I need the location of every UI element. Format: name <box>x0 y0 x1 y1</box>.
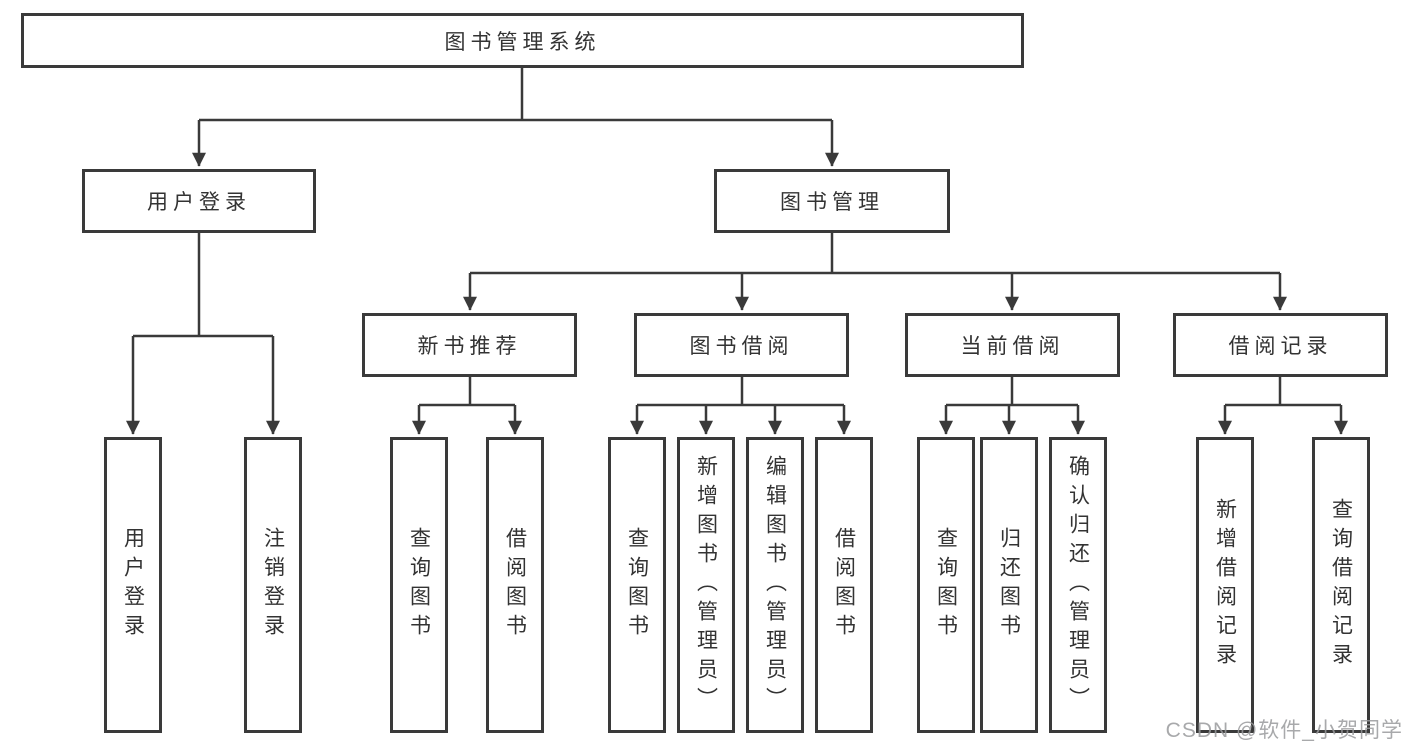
node-leaf-user-login: 用户登录 <box>104 437 162 733</box>
node-leaf-borrow-books-recommend: 借阅图书 <box>486 437 544 733</box>
connector-new-book-children <box>412 377 522 435</box>
node-leaf-add-borrow-record: 新增借阅记录 <box>1196 437 1254 733</box>
node-leaf-edit-book-admin: 编辑图书（管理员） <box>746 437 804 733</box>
leaf-label: 新增图书（管理员） <box>694 454 718 716</box>
node-book-borrow: 图书借阅 <box>634 313 849 377</box>
connector-root-to-level2 <box>192 68 839 167</box>
leaf-label: 归还图书 <box>997 527 1021 643</box>
leaf-label: 注销登录 <box>261 527 285 643</box>
connector-book-borrow-children <box>630 377 851 435</box>
leaf-label: 新增借阅记录 <box>1213 498 1237 672</box>
leaf-label: 确认归还（管理员） <box>1066 454 1090 716</box>
node-new-book-recommend: 新书推荐 <box>362 313 577 377</box>
leaf-label: 借阅图书 <box>503 527 527 643</box>
node-leaf-query-books-recommend: 查询图书 <box>390 437 448 733</box>
leaf-label: 查询借阅记录 <box>1329 498 1353 672</box>
leaf-label: 用户登录 <box>121 527 145 643</box>
node-book-management: 图书管理 <box>714 169 950 233</box>
node-leaf-query-books-current: 查询图书 <box>917 437 975 733</box>
node-library-management-system: 图书管理系统 <box>21 13 1024 68</box>
leaf-label: 查询图书 <box>934 527 958 643</box>
node-leaf-confirm-return-admin: 确认归还（管理员） <box>1049 437 1107 733</box>
connector-user-login-children <box>126 233 280 435</box>
leaf-label: 借阅图书 <box>832 527 856 643</box>
node-leaf-return-books: 归还图书 <box>980 437 1038 733</box>
node-leaf-borrow-books: 借阅图书 <box>815 437 873 733</box>
leaf-label: 查询图书 <box>407 527 431 643</box>
csdn-watermark: CSDN @软件_小贺同学 <box>1165 719 1403 742</box>
node-user-login: 用户登录 <box>82 169 316 233</box>
node-borrow-records: 借阅记录 <box>1173 313 1388 377</box>
node-leaf-add-book-admin: 新增图书（管理员） <box>677 437 735 733</box>
connector-book-management-children <box>463 233 1287 311</box>
connector-current-borrow-children <box>939 377 1085 435</box>
node-leaf-query-books-borrow: 查询图书 <box>608 437 666 733</box>
node-current-borrow: 当前借阅 <box>905 313 1120 377</box>
leaf-label: 编辑图书（管理员） <box>763 454 787 716</box>
leaf-label: 查询图书 <box>625 527 649 643</box>
connector-borrow-records-children <box>1218 377 1348 435</box>
node-leaf-query-borrow-record: 查询借阅记录 <box>1312 437 1370 733</box>
node-leaf-logout: 注销登录 <box>244 437 302 733</box>
